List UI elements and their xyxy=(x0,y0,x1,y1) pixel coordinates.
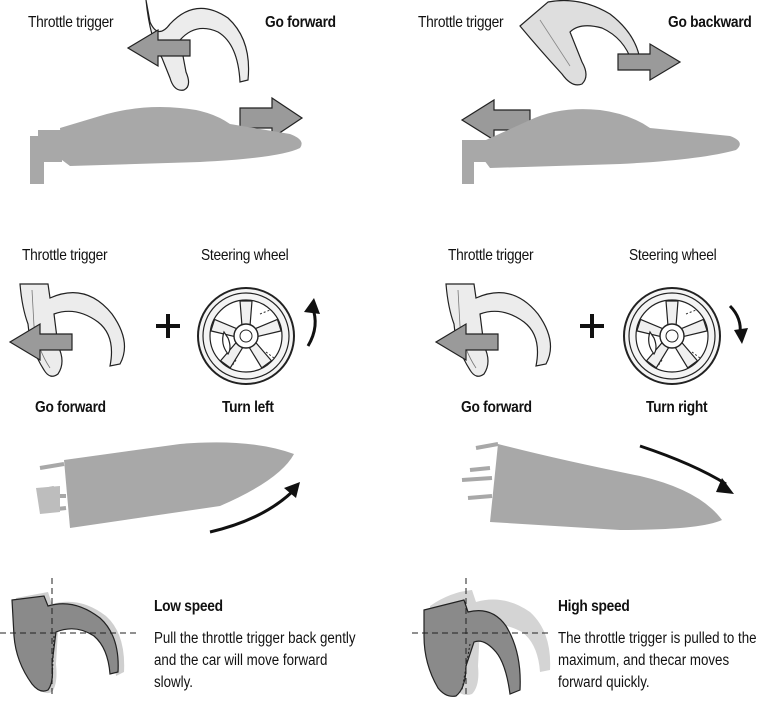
curved-arrow-icon-turnright xyxy=(639,444,734,494)
throttle-trigger-label-right: Throttle trigger xyxy=(448,247,534,264)
throttle-trigger-icon-highspeed xyxy=(423,590,551,697)
boat-icon-backward xyxy=(462,109,740,184)
turn-left-label: Turn left xyxy=(222,399,274,416)
throttle-trigger-icon-backward xyxy=(519,0,641,86)
boat-icon-forward xyxy=(30,107,302,184)
throttle-trigger-label-left: Throttle trigger xyxy=(22,247,108,264)
curved-arrow-icon-counterclockwise xyxy=(304,298,320,347)
low-speed-title: Low speed xyxy=(154,598,223,615)
throttle-trigger-label-backward: Throttle trigger xyxy=(418,14,504,31)
steering-wheel-icon-right xyxy=(623,287,721,385)
steering-wheel-label-left: Steering wheel xyxy=(201,247,289,264)
steering-wheel-icon-left xyxy=(197,287,295,385)
arrow-icon-right-backward xyxy=(617,42,682,82)
steering-wheel-label-right: Steering wheel xyxy=(629,247,717,264)
throttle-trigger-icon-lowspeed xyxy=(11,592,125,694)
boat-icon-turnright xyxy=(461,442,722,530)
plus-icon-right xyxy=(580,314,604,338)
turn-right-label: Turn right xyxy=(646,399,708,416)
throttle-trigger-label-forward: Throttle trigger xyxy=(28,14,114,31)
arrow-icon-left-turnright xyxy=(434,322,499,362)
go-forward-label: Go forward xyxy=(265,14,336,31)
go-forward-label-left: Go forward xyxy=(35,399,106,416)
plus-icon-left xyxy=(156,314,180,338)
arrow-icon-left-turnleft xyxy=(8,322,73,362)
go-forward-label-right: Go forward xyxy=(461,399,532,416)
low-speed-description: Pull the throttle trigger back gently an… xyxy=(154,630,356,691)
arrow-icon-left-forward xyxy=(126,28,191,68)
throttle-trigger-icon-forward xyxy=(145,0,250,91)
curved-arrow-icon-clockwise xyxy=(728,304,748,344)
high-speed-description: The throttle trigger is pulled to the ma… xyxy=(558,630,757,691)
boat-icon-turnleft xyxy=(36,442,294,528)
curved-arrow-icon-turnleft xyxy=(209,482,300,534)
high-speed-title: High speed xyxy=(558,598,630,615)
go-backward-label: Go backward xyxy=(668,14,752,31)
